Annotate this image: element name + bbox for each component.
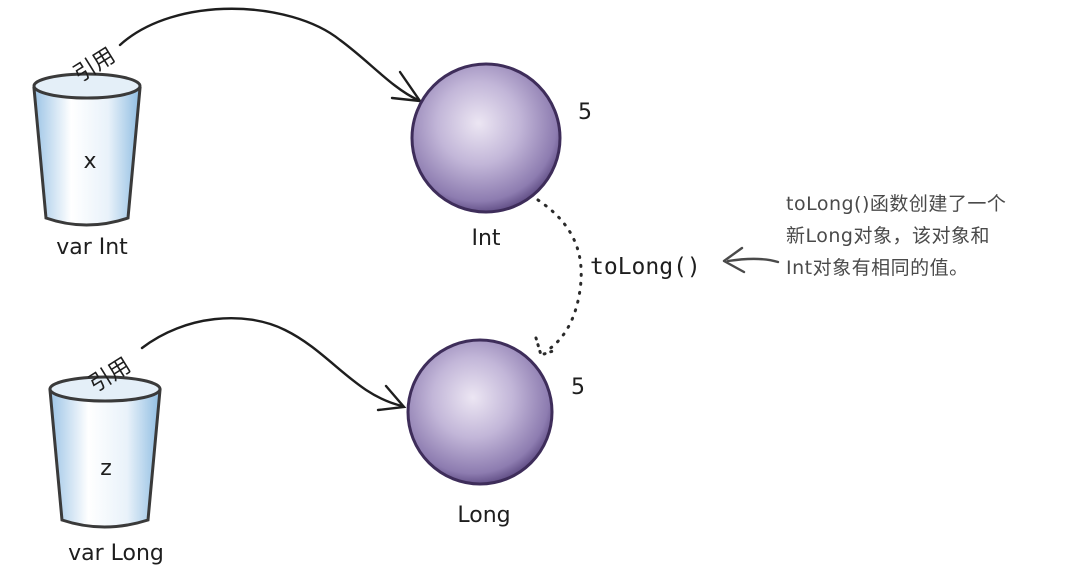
long-object-type-label: Long	[457, 503, 510, 528]
conversion-dotted-head	[534, 336, 558, 357]
annotation-arrow-head	[722, 246, 746, 274]
annotation-line-1: toLong()函数创建了一个	[786, 193, 1006, 215]
conversion-dotted-path	[536, 198, 583, 352]
reference-arrow-x-head	[390, 70, 423, 103]
variable-z-name: z	[100, 456, 112, 481]
conversion-label: toLong()	[590, 254, 701, 280]
annotation-line-3: Int对象有相同的值。	[786, 257, 969, 279]
long-object-value: 5	[571, 375, 585, 400]
long-object-sphere	[406, 338, 554, 486]
annotation-note: toLong()函数创建了一个 新Long对象，该对象和 Int对象有相同的值。	[786, 193, 1006, 279]
cup-x-rim	[32, 72, 142, 100]
cup-z-rim	[48, 375, 162, 403]
variable-z: z 引用 var Long	[48, 353, 164, 566]
long-object: 5 Long	[406, 338, 585, 528]
cup-z-body	[48, 380, 162, 529]
variable-x-name: x	[83, 149, 96, 174]
annotation-arrow	[726, 257, 780, 264]
reference-arrow-z-head	[376, 384, 407, 412]
variable-x-type-label: var Int	[56, 235, 128, 260]
reference-arrow-x	[118, 7, 420, 102]
variable-z-type-label: var Long	[68, 541, 164, 566]
int-object-value: 5	[578, 100, 592, 125]
variable-x: x 引用 var Int	[32, 43, 142, 260]
int-object-type-label: Int	[471, 226, 500, 251]
annotation-line-2: 新Long对象，该对象和	[786, 225, 990, 247]
int-object-sphere	[410, 62, 562, 214]
reference-arrow-z	[140, 316, 404, 408]
int-object: 5 Int	[410, 62, 592, 251]
